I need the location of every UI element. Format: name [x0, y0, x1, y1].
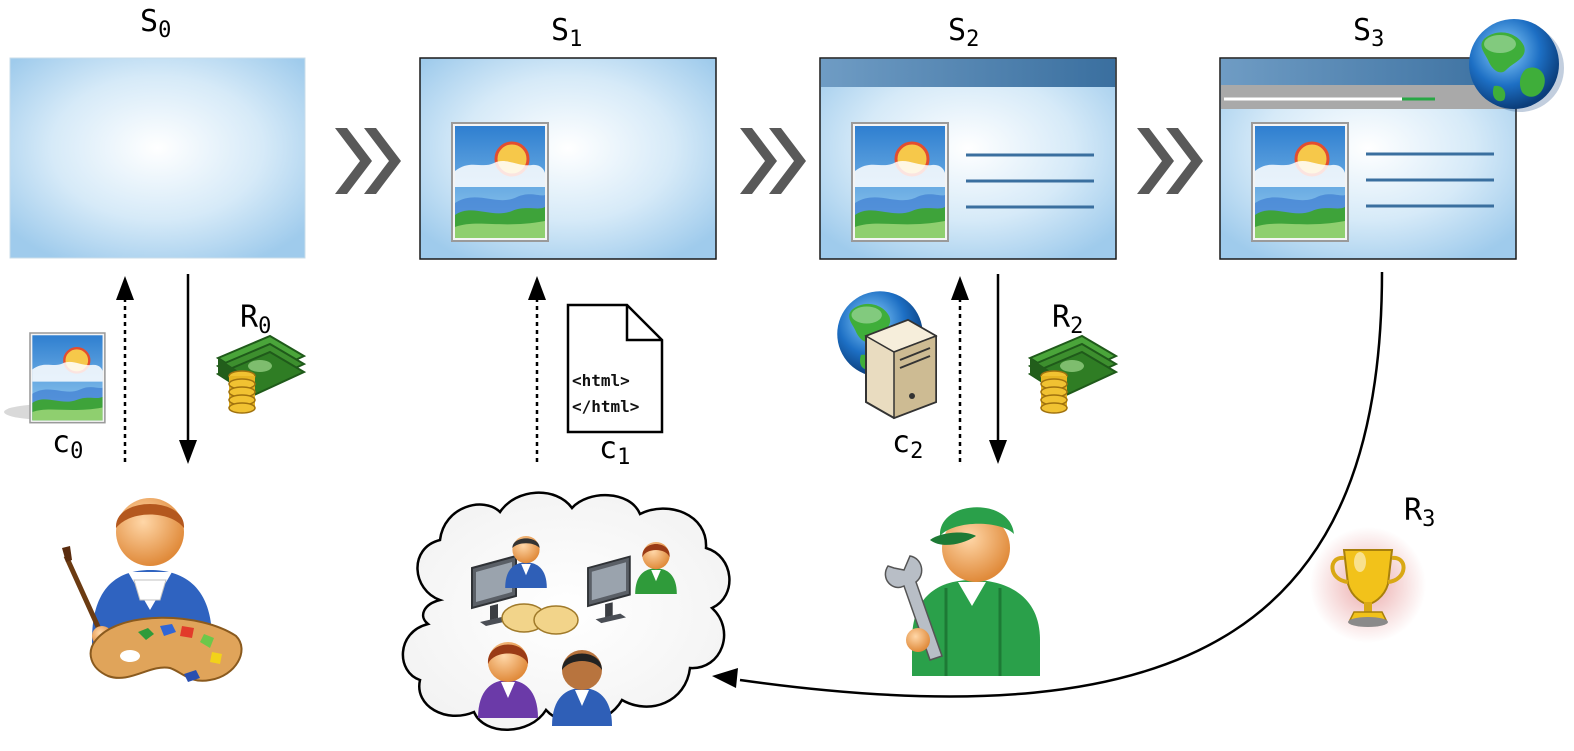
money-stack-icon	[217, 335, 305, 414]
svg-text:S0: S0	[140, 4, 171, 43]
svg-text:c0: c0	[52, 425, 83, 464]
svg-text:S3: S3	[1353, 13, 1384, 52]
stage-label-s3: S3	[1353, 13, 1384, 52]
html-close-tag: </html>	[572, 397, 639, 416]
contribution-arrow-up	[951, 276, 969, 462]
stage-label-s2: S2	[948, 13, 979, 52]
screen-s3-address-bar	[1221, 85, 1515, 109]
html-document-icon: <html> </html>	[566, 303, 664, 434]
stage-label-s0: S0	[140, 4, 171, 43]
contribution-label-c0: c0	[52, 425, 83, 464]
picture-icon	[4, 331, 107, 424]
money-stack-icon	[1029, 335, 1117, 414]
reward-label-r2: R2	[1052, 300, 1083, 339]
screen-s2	[819, 57, 1117, 260]
screen-s0	[9, 57, 306, 259]
svg-text:R3: R3	[1404, 493, 1435, 532]
screen-s3-titlebar	[1221, 59, 1515, 85]
svg-text:S1: S1	[551, 13, 582, 52]
screen-s1-picture-icon	[450, 121, 550, 243]
screen-s1	[419, 57, 717, 260]
artist-person-icon	[62, 498, 243, 682]
screen-s3	[1219, 57, 1517, 260]
svg-text:c2: c2	[892, 425, 923, 464]
reward-label-r3: R3	[1404, 493, 1435, 532]
chevron-right-icon	[1137, 128, 1203, 194]
reward-arrow-down	[989, 274, 1007, 464]
chevron-right-icon	[740, 128, 806, 194]
globe-server-icon	[837, 291, 938, 420]
trophy-icon	[1310, 527, 1426, 643]
reward-arrow-down	[179, 274, 197, 464]
svg-text:c1: c1	[599, 431, 630, 470]
contribution-arrow-up	[528, 276, 546, 462]
contribution-label-c2: c2	[892, 425, 923, 464]
svg-text:R0: R0	[240, 300, 271, 339]
chevron-right-icon	[335, 128, 401, 194]
svg-text:S2: S2	[948, 13, 979, 52]
svg-text:R2: R2	[1052, 300, 1083, 339]
contribution-label-c1: c1	[599, 431, 630, 470]
reward-label-r0: R0	[240, 300, 271, 339]
worker-person-icon	[884, 507, 1040, 676]
stage-label-s1: S1	[551, 13, 582, 52]
reward-curve-arrow	[712, 271, 1384, 698]
screen-s2-titlebar	[821, 59, 1115, 87]
screen-s3-picture-icon	[1250, 121, 1350, 243]
screen-s2-picture-icon	[850, 121, 950, 243]
crowd-cloud-icon	[401, 491, 731, 731]
globe-icon	[1469, 19, 1564, 112]
html-open-tag: <html>	[572, 371, 630, 390]
contribution-arrow-up	[116, 276, 134, 462]
